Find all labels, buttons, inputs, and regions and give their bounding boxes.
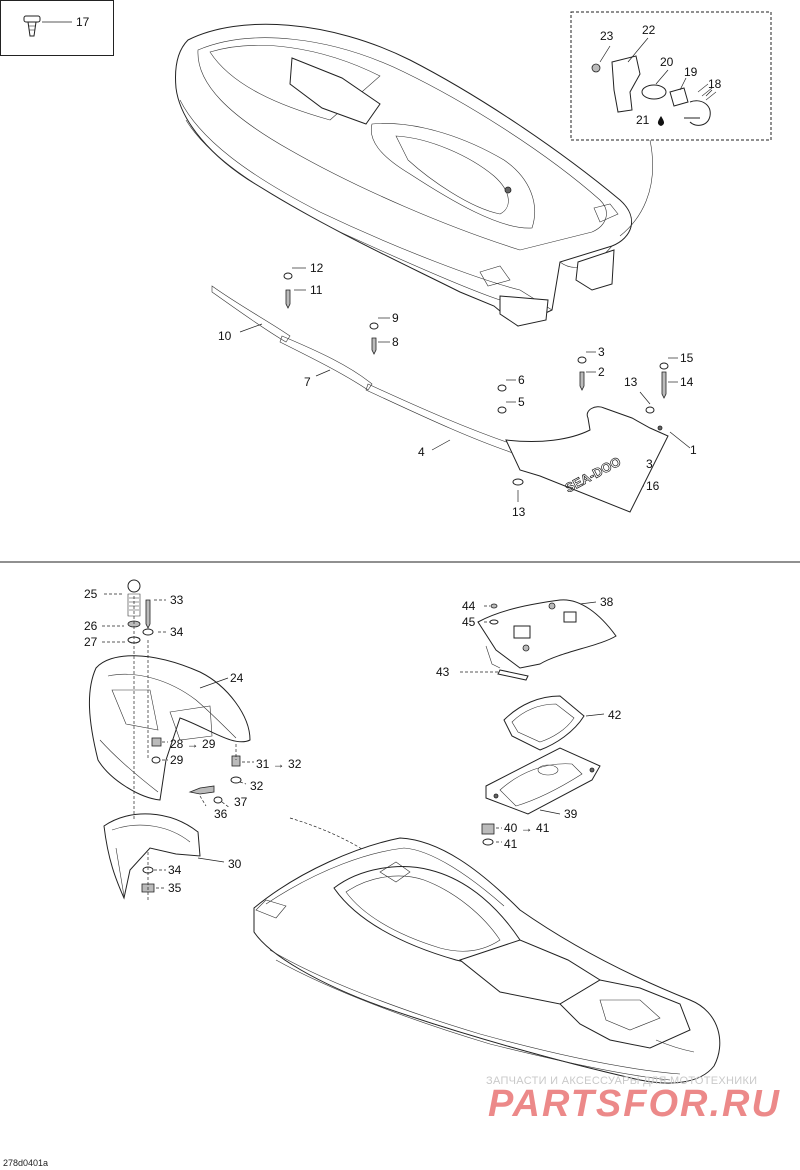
callout-44: 44 <box>462 599 476 613</box>
callout-38: 38 <box>600 595 614 609</box>
side-decals: SEA-DOO <box>211 285 669 513</box>
callout-39: 39 <box>564 807 578 821</box>
callout-6: 6 <box>518 373 525 387</box>
callout-8: 8 <box>392 335 399 349</box>
callout-26: 26 <box>84 619 98 633</box>
callout-20: 20 <box>660 55 674 69</box>
leads-lower-right <box>460 601 605 843</box>
bracket-parts-inset <box>591 55 717 126</box>
callout-15: 15 <box>680 351 694 365</box>
callout-11: 11 <box>310 283 323 297</box>
callout-33: 33 <box>170 593 184 607</box>
callout-16: 16 <box>646 479 660 493</box>
callout-30: 30 <box>228 857 242 871</box>
callout-18: 18 <box>708 77 722 91</box>
gasket-42 <box>503 695 585 751</box>
storage-bracket-38 <box>477 599 617 669</box>
callout-45: 45 <box>462 615 476 629</box>
callout-3a: 3 <box>598 345 605 359</box>
callout-12: 12 <box>310 261 324 275</box>
callout-31: 31 → 32 <box>256 757 302 771</box>
callout-35: 35 <box>168 881 182 895</box>
fastener-17-icon <box>23 15 41 37</box>
callout-14: 14 <box>680 375 694 389</box>
callout-1: 1 <box>690 443 697 457</box>
callout-13b: 13 <box>512 505 526 519</box>
callout-19: 19 <box>684 65 698 79</box>
callout-2: 2 <box>598 365 605 379</box>
inset-box-bracket-detail <box>570 11 772 141</box>
hull-bottom-view <box>253 837 721 1084</box>
storage-tray-39 <box>485 747 601 815</box>
handle-cover-30 <box>103 813 201 900</box>
callout-labels: 17 22 23 20 19 18 21 12 11 10 9 8 7 6 5 … <box>76 15 722 895</box>
callout-17: 17 <box>76 15 90 29</box>
watermark-logo-text: PARTSFOR.RU <box>488 1083 781 1125</box>
callout-22: 22 <box>642 23 656 37</box>
callout-41: 41 <box>504 837 518 851</box>
callout-32: 32 <box>250 779 264 793</box>
callout-13a: 13 <box>624 375 638 389</box>
callout-3b: 3 <box>646 457 653 471</box>
callout-21: 21 <box>636 113 650 127</box>
hull-top-view <box>175 23 632 327</box>
callout-7: 7 <box>304 375 311 389</box>
callout-37: 37 <box>234 795 248 809</box>
diagram-code: 278d0401a <box>3 1158 49 1168</box>
callout-29: 29 <box>170 753 184 767</box>
callout-43: 43 <box>436 665 450 679</box>
inset-box-fastener <box>0 0 114 56</box>
watermark-caption: ЗАПЧАСТИ И АКСЕССУАРЫ ДЛЯ МОТОТЕХНИКИ <box>486 1075 758 1087</box>
leads-upper <box>239 267 691 502</box>
leads-lower-left <box>102 593 254 889</box>
callout-27: 27 <box>84 635 98 649</box>
callout-4: 4 <box>418 445 425 459</box>
grab-handle-24 <box>89 655 251 801</box>
callout-34b: 34 <box>168 863 182 877</box>
callout-34a: 34 <box>170 625 184 639</box>
callout-40: 40 → 41 <box>504 821 550 835</box>
callout-10: 10 <box>218 329 232 343</box>
callout-9: 9 <box>392 311 399 325</box>
callout-24: 24 <box>230 671 244 685</box>
callout-36: 36 <box>214 807 228 821</box>
callout-28: 28 → 29 <box>170 737 216 751</box>
callout-5: 5 <box>518 395 525 409</box>
callout-23: 23 <box>600 29 614 43</box>
callout-25: 25 <box>84 587 98 601</box>
callout-42: 42 <box>608 708 622 722</box>
